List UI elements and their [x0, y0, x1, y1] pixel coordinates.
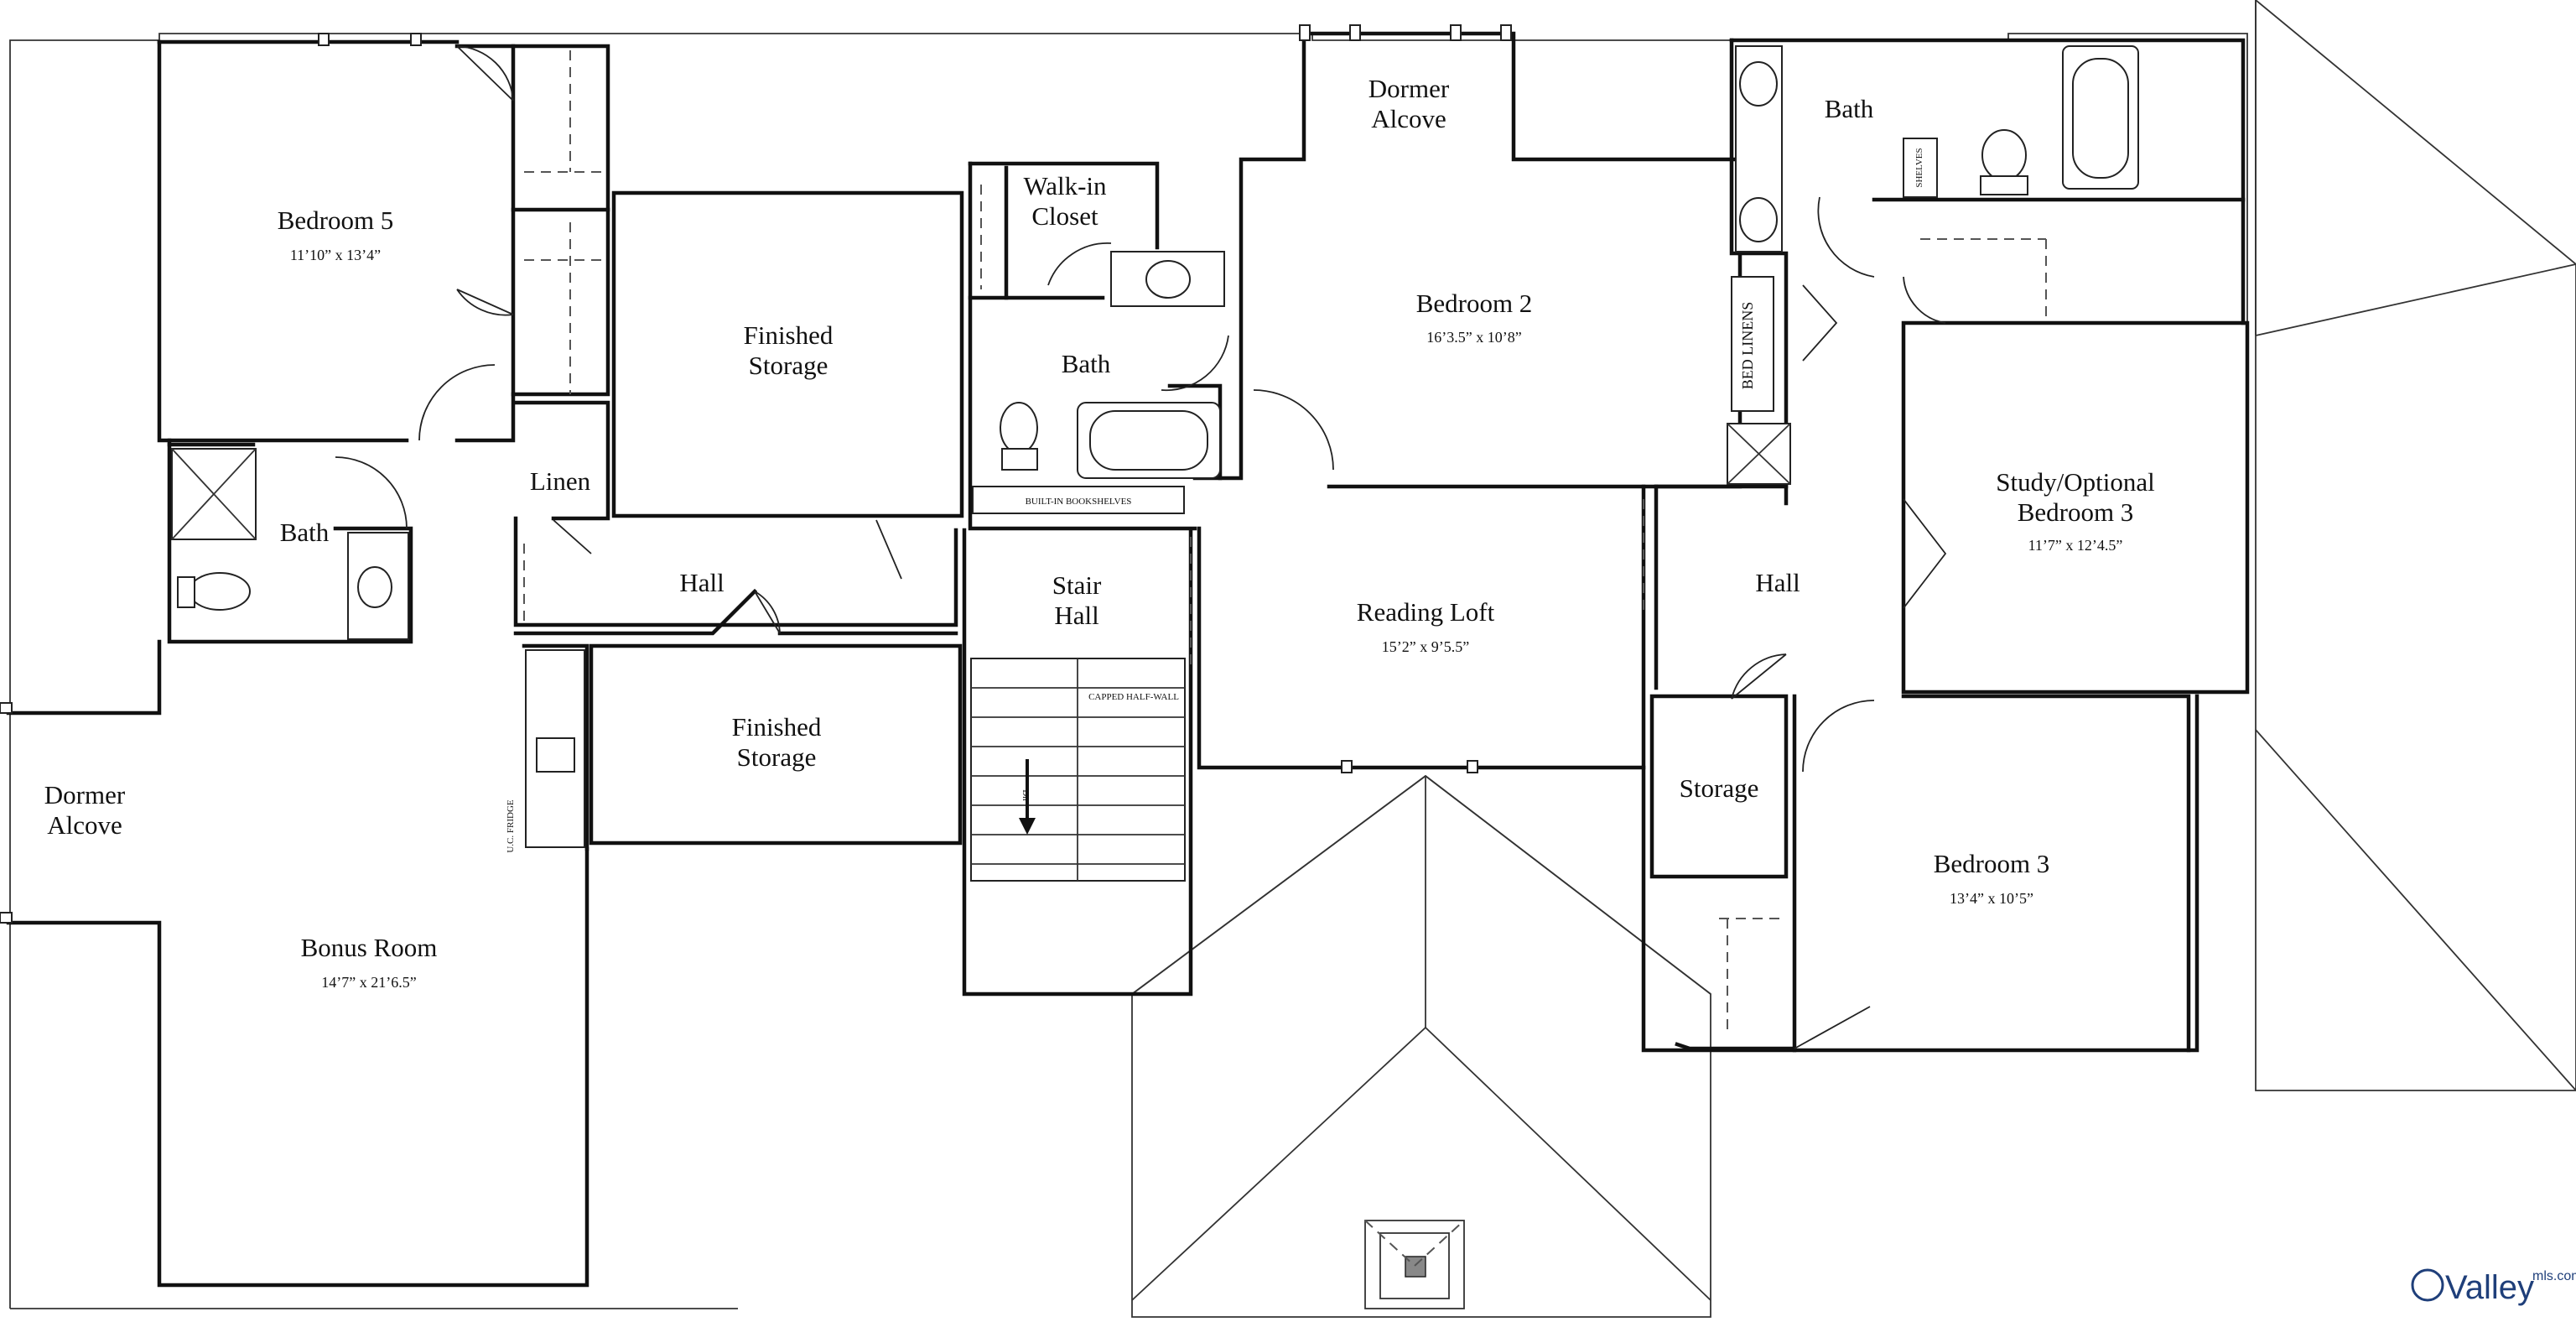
- watermark-suffix: mls.com: [2532, 1269, 2576, 1283]
- dormer-alcove-left-line2: Alcove: [47, 810, 122, 840]
- fixtures: [171, 45, 2139, 882]
- uc-fridge-label: U.C. FRIDGE: [506, 799, 516, 853]
- walkin-closet-line1: Walk-in: [1023, 171, 1107, 200]
- windows: [0, 24, 1512, 924]
- bath-center-name: Bath: [1062, 349, 1111, 378]
- walls: [6, 31, 2250, 1288]
- dashed-lines: [523, 50, 2047, 1036]
- bedroom2-name: Bedroom 2: [1416, 289, 1533, 318]
- hall-left-name: Hall: [679, 568, 724, 597]
- storage-name: Storage: [1680, 773, 1759, 803]
- study-dims: 11’7” x 12’4.5”: [2028, 537, 2123, 554]
- hall-right-name: Hall: [1755, 568, 1800, 597]
- bonus-room-name: Bonus Room: [301, 933, 438, 962]
- bedroom2-dims: 16’3.5” x 10’8”: [1426, 329, 1521, 346]
- walkin-closet-line2: Closet: [1031, 201, 1098, 231]
- stair-hall-line2: Hall: [1054, 601, 1098, 630]
- study-line1: Study/Optional: [1996, 467, 2154, 497]
- finished-storage-upper-line2: Storage: [749, 351, 828, 380]
- bath-top-right-name: Bath: [1825, 94, 1874, 123]
- bonus-room-dims: 14’7” x 21’6.5”: [321, 974, 416, 991]
- bed-linens-label: BED LINENS: [1739, 302, 1756, 390]
- watermark-logo: Valley mls.com: [2411, 1268, 2576, 1306]
- doors: [335, 45, 1947, 1049]
- shelves-label: SHELVES: [1914, 148, 1924, 187]
- built-in-bookshelves-label: BUILT-IN BOOKSHELVES: [1026, 497, 1132, 507]
- reading-loft-name: Reading Loft: [1357, 597, 1495, 627]
- bedroom5-dims: 11’10” x 13’4”: [290, 247, 381, 263]
- finished-storage-upper-line1: Finished: [744, 320, 834, 350]
- dormer-alcove-top-line2: Alcove: [1371, 104, 1446, 133]
- finished-storage-lower-line2: Storage: [737, 742, 817, 772]
- annotations: BUILT-IN BOOKSHELVES CAPPED HALF-WALL Dn…: [506, 148, 1924, 852]
- capped-half-wall-label: CAPPED HALF-WALL: [1088, 692, 1179, 702]
- room-labels: Bedroom 5 11’10” x 13’4” Finished Storag…: [44, 74, 2155, 991]
- roof-outline: [9, 0, 2576, 1318]
- stairs: [970, 658, 1186, 882]
- bedroom5-name: Bedroom 5: [278, 206, 394, 235]
- finished-storage-lower-line1: Finished: [732, 712, 822, 742]
- reading-loft-dims: 15’2” x 9’5.5”: [1382, 638, 1469, 655]
- bedroom3-dims: 13’4” x 10’5”: [1950, 890, 2033, 907]
- bath-left-name: Bath: [280, 518, 330, 547]
- watermark-brand: Valley: [2445, 1269, 2534, 1306]
- linen-name: Linen: [530, 466, 591, 496]
- valley-logo-icon: [2411, 1268, 2444, 1302]
- bedroom3-name: Bedroom 3: [1934, 849, 2050, 878]
- dn-label: Dn: [1021, 789, 1031, 801]
- dormer-alcove-top-line1: Dormer: [1368, 74, 1450, 103]
- stair-hall-line1: Stair: [1052, 570, 1102, 600]
- study-line2: Bedroom 3: [2018, 497, 2134, 527]
- dormer-alcove-left-line1: Dormer: [44, 780, 126, 809]
